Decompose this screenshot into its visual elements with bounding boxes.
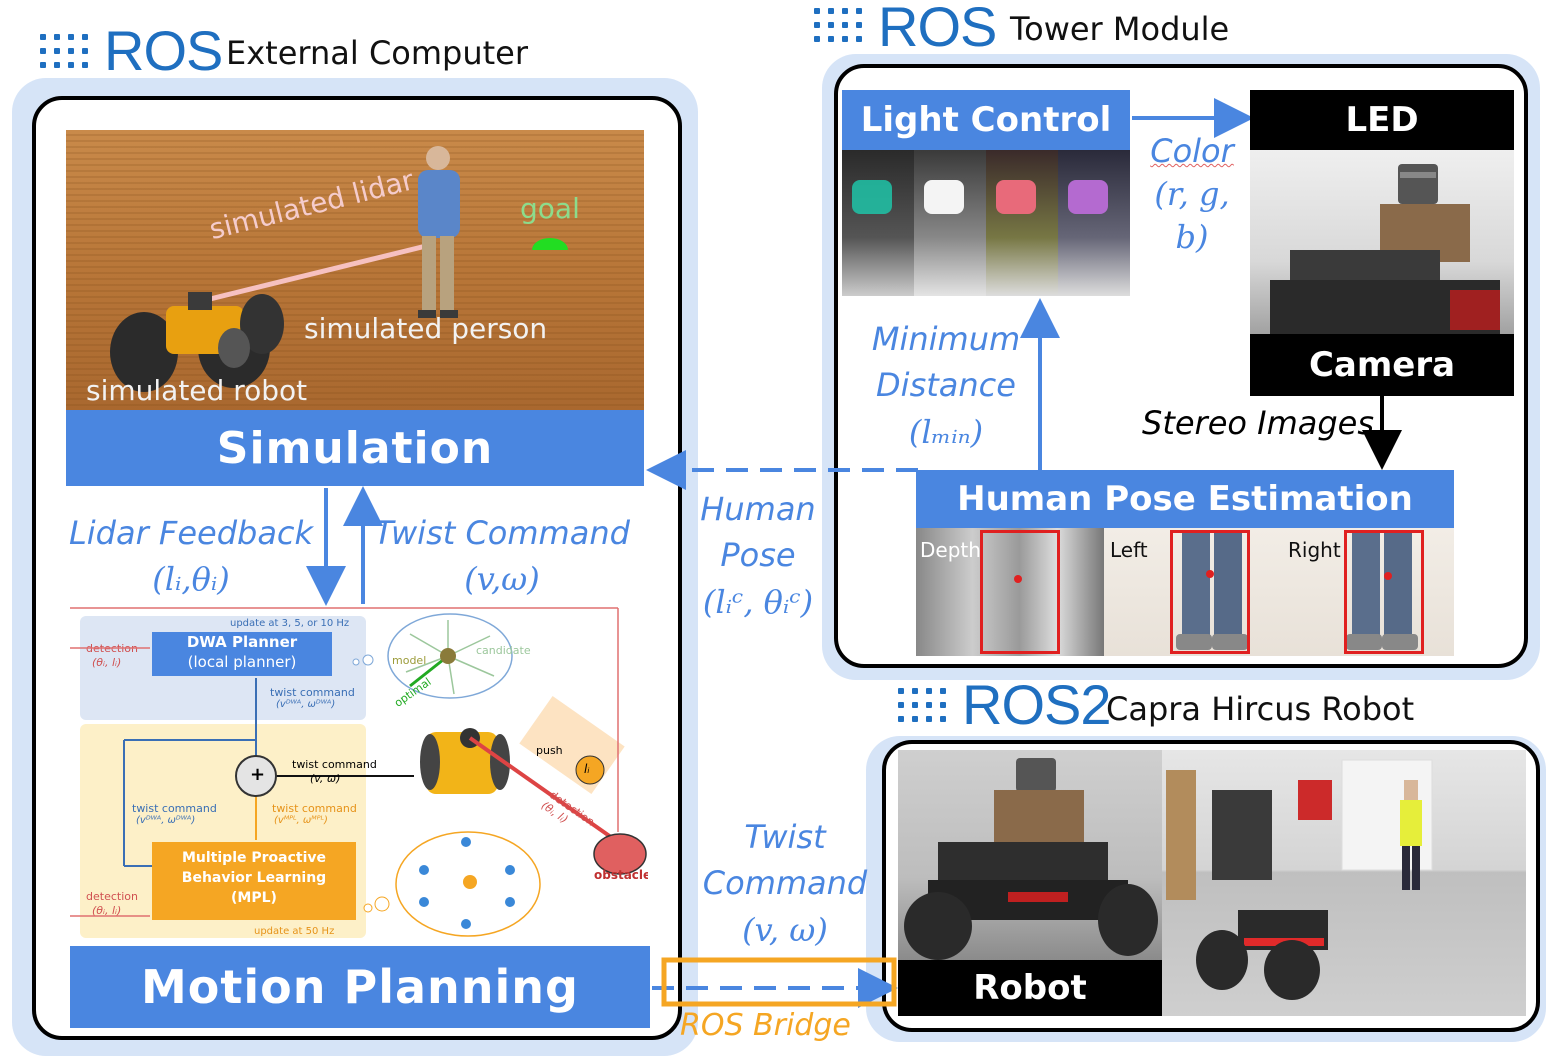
model-label: model <box>392 654 427 667</box>
detection-math-bottom: (θᵢ, lᵢ) <box>92 904 122 917</box>
sum-node <box>235 755 277 797</box>
right-keypoint <box>1384 572 1392 580</box>
human-pose-estimation-title-bar: Human Pose Estimation <box>916 470 1454 528</box>
twist-mpl-label: twist command <box>272 802 357 815</box>
lidar-feedback-label: Lidar Feedback (lᵢ,θᵢ) <box>68 514 314 599</box>
dwa-planner-box: DWA Planner (local planner) <box>152 632 332 676</box>
ros-logo-text: ROS <box>104 19 223 82</box>
mpl-box: Multiple Proactive Behavior Learning (MP… <box>152 842 356 920</box>
simulation-title-bar: Simulation <box>66 410 644 486</box>
goal-marker <box>532 238 568 250</box>
robot-title-bar: Robot <box>898 960 1162 1016</box>
robot-closeup-image <box>898 750 1162 962</box>
goal-label: goal <box>520 192 580 225</box>
twist-command-bridge-label: Twist Command (v, ω) <box>702 818 868 949</box>
simulated-person-label: simulated person <box>304 312 548 345</box>
led-title-bar: LED <box>1250 90 1514 150</box>
ros-bridge-box <box>661 957 897 1007</box>
depth-image: Depth <box>916 528 1104 656</box>
planner-diagram: update at 3, 5, or 10 Hz detection (θᵢ, … <box>70 606 648 946</box>
simulated-person-figure <box>418 146 460 318</box>
right-detection-box <box>1344 530 1424 654</box>
left-keypoint <box>1206 570 1214 578</box>
color-label: Color (r, g, b) <box>1150 132 1234 257</box>
light-control-title-bar: Light Control <box>842 90 1130 150</box>
robot-field-image <box>1162 750 1526 1016</box>
depth-label: Depth <box>920 538 981 562</box>
depth-detection-box <box>980 530 1060 654</box>
simulated-robot-figure <box>110 292 284 392</box>
twist-left-math: (vᴰᵂᴬ, ωᴰᵂᴬ) <box>136 815 196 826</box>
left-label: Left <box>1110 538 1148 562</box>
ros-logo-dots-icon <box>814 8 862 48</box>
twist-left-label: twist command <box>132 802 217 815</box>
twist-mpl-math: (vᴹᴾᴸ, ωᴹᴾᴸ) <box>274 815 328 826</box>
ros-logo-dots-icon <box>40 34 88 74</box>
update-rate-bottom: update at 50 Hz <box>254 926 335 937</box>
twist-command-output-math: (v, ω) <box>310 772 341 785</box>
candidate-label: candidate <box>476 644 531 657</box>
left-image: Left <box>1104 528 1282 656</box>
detection-math-top: (θᵢ, lᵢ) <box>92 656 122 669</box>
twist-command-label: Twist Command (v,ω) <box>374 514 630 599</box>
depth-keypoint <box>1014 575 1022 583</box>
tower-module-caption: Tower Module <box>1010 10 1230 48</box>
twist-dwa-math: (vᴰᵂᴬ, ωᴰᵂᴬ) <box>276 699 336 710</box>
ros-logo-text: ROS <box>878 0 997 58</box>
li-label: lᵢ <box>584 762 590 776</box>
simulation-scene-image <box>66 130 644 412</box>
camera-title-bar: Camera <box>1250 334 1514 396</box>
capra-robot-caption: Capra Hircus Robot <box>1106 690 1415 728</box>
stereo-images-label: Stereo Images <box>1142 404 1375 442</box>
right-image: Right <box>1282 528 1454 656</box>
left-detection-box <box>1170 530 1250 654</box>
light-control-image <box>842 150 1130 296</box>
ros2-logo-dots-icon <box>898 688 946 728</box>
sum-plus: + <box>250 764 266 785</box>
twist-dwa-label: twist command <box>270 686 355 699</box>
detection-label-bottom: detection <box>86 890 138 903</box>
right-label: Right <box>1288 538 1341 562</box>
ros2-logo-text: ROS2 <box>962 673 1111 736</box>
motion-planning-title-bar: Motion Planning <box>70 946 650 1028</box>
simulated-robot-label: simulated robot <box>86 374 308 407</box>
obstacle-label: obstacle <box>594 868 648 882</box>
minimum-distance-label: Minimum Distance (lₘᵢₙ) <box>871 320 1021 451</box>
external-computer-caption: External Computer <box>226 34 529 72</box>
ros-bridge-label: ROS Bridge <box>680 1008 851 1043</box>
human-pose-label: Human Pose (lᵢᶜ, θᵢᶜ) <box>700 490 816 621</box>
twist-command-output-label: twist command <box>292 758 377 771</box>
update-rate-top: update at 3, 5, or 10 Hz <box>230 618 350 629</box>
tower-hardware-image <box>1250 150 1514 336</box>
push-label: push <box>536 744 563 757</box>
simulated-lidar-beam <box>205 243 427 303</box>
